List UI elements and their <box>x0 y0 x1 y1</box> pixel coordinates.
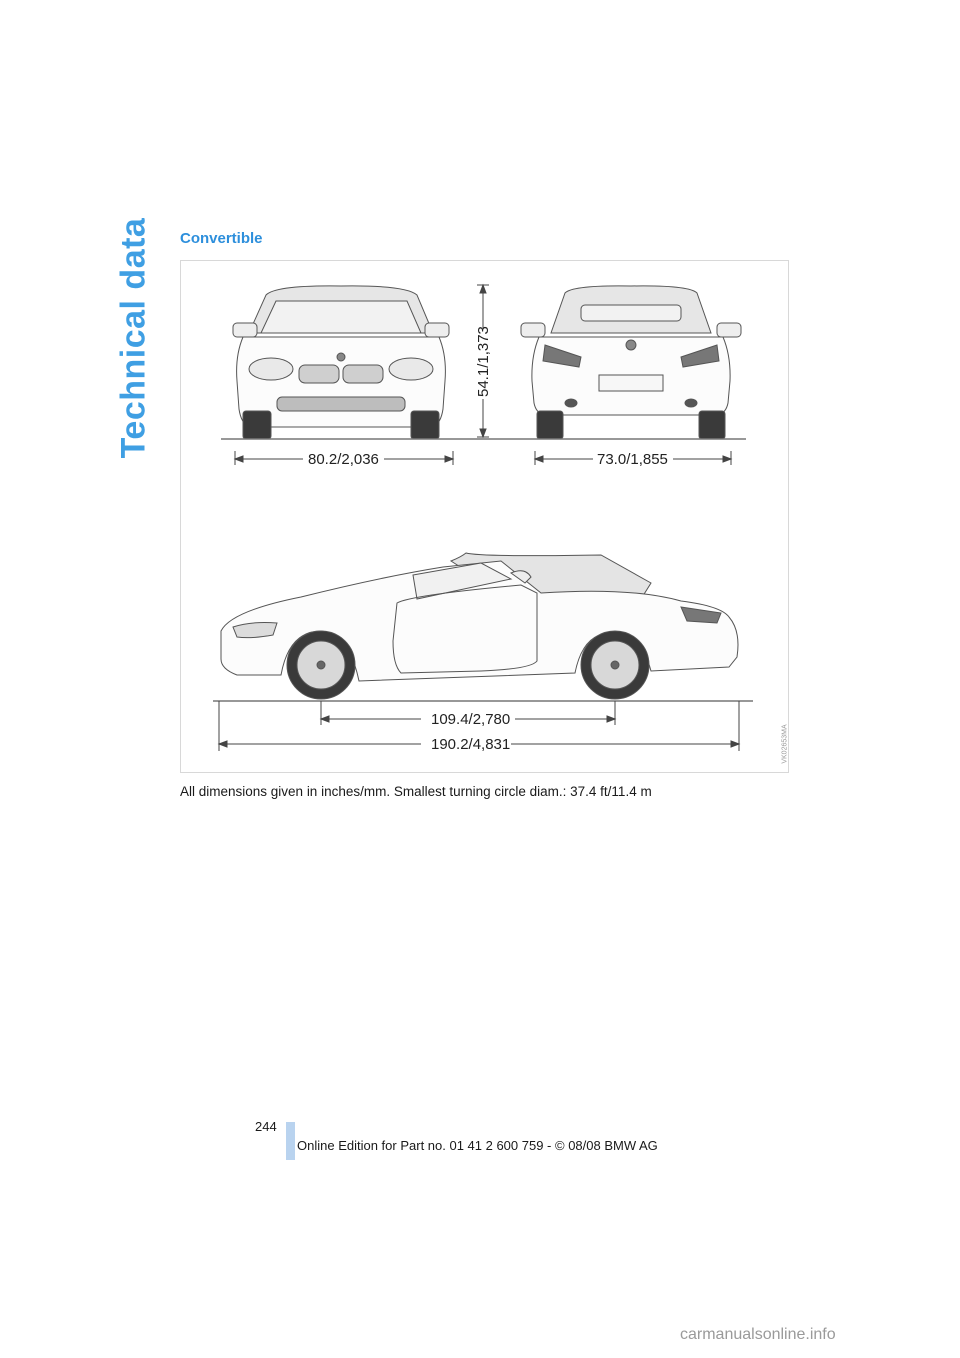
wheelbase-dimension-label: 109.4/2,780 <box>431 711 510 728</box>
rear-width-dimension-line <box>533 451 733 465</box>
footer-edition-text: Online Edition for Part no. 01 41 2 600 … <box>297 1138 658 1153</box>
footer-accent-bar <box>286 1122 295 1160</box>
figure-code-text: VK02653MA <box>781 724 789 764</box>
front-width-dimension-line <box>233 451 455 465</box>
vehicle-dimensions-drawing: 54.1/1,373 80.2/2,036 73.0/1,855 <box>213 283 753 753</box>
watermark-text: carmanualsonline.info <box>680 1326 836 1343</box>
front-width-dimension-label: 80.2/2,036 <box>308 451 379 468</box>
figure-code: VK02653MA <box>779 720 791 768</box>
section-side-title: Technical data <box>104 218 164 459</box>
length-dimension-line <box>217 701 741 751</box>
wheelbase-dimension-line <box>319 701 617 725</box>
rear-view-car <box>520 285 742 440</box>
section-heading: Convertible <box>180 230 263 247</box>
page-number: 244 <box>255 1119 277 1134</box>
height-dimension-label: 54.1/1,373 <box>475 326 492 397</box>
rear-width-dimension-label: 73.0/1,855 <box>597 451 668 468</box>
length-dimension-label: 190.2/4,831 <box>431 736 510 753</box>
front-view-car <box>232 285 450 440</box>
height-dimension-line <box>477 283 489 439</box>
vehicle-dimensions-figure: 54.1/1,373 80.2/2,036 73.0/1,855 <box>180 260 789 773</box>
figure-caption: All dimensions given in inches/mm. Small… <box>180 784 652 799</box>
side-view-car <box>220 552 739 700</box>
section-side-title-text: Technical data <box>114 217 153 459</box>
